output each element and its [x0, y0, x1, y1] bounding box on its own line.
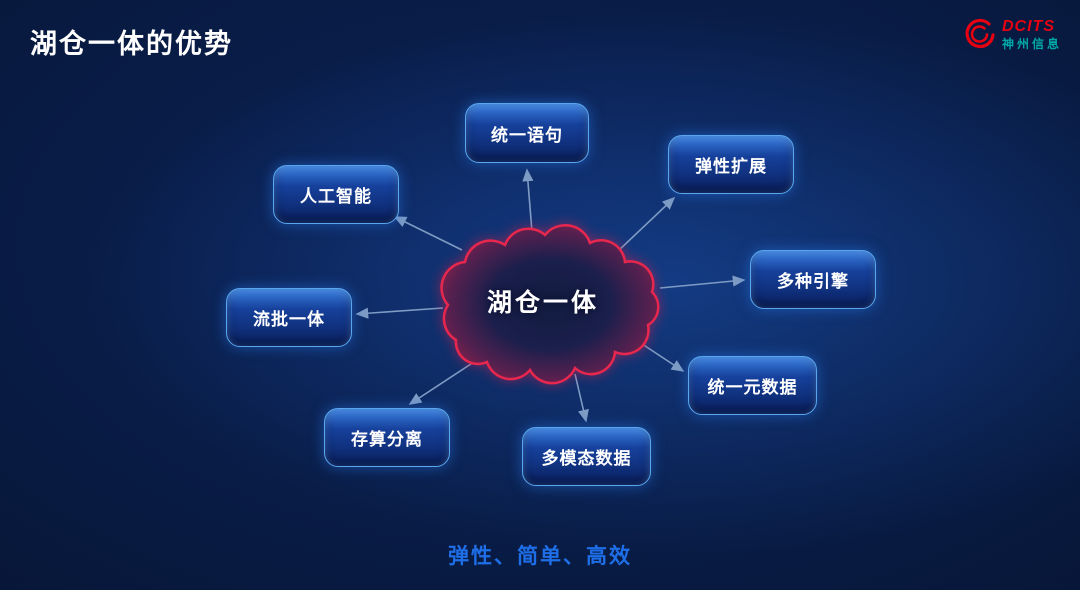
node-unified-metadata: 统一元数据: [688, 356, 817, 415]
node-multiple-engines: 多种引擎: [750, 250, 876, 309]
dcits-swirl-icon: [965, 18, 995, 48]
page-title: 湖仓一体的优势: [30, 29, 233, 59]
center-node-label: 湖仓一体: [486, 289, 599, 317]
node-artificial-intelligence: 人工智能: [273, 165, 399, 224]
node-storage-compute-separation: 存算分离: [324, 408, 450, 467]
node-elastic-scaling: 弹性扩展: [668, 135, 794, 194]
logo-subtitle: 神州信息: [1001, 36, 1062, 51]
node-unified-statements: 统一语句: [465, 103, 589, 163]
logo-text: DCITS 神州信息: [1002, 18, 1062, 51]
company-logo: DCITS 神州信息: [960, 16, 1062, 52]
node-stream-batch-unified: 流批一体: [226, 288, 352, 347]
logo-name: DCITS: [1001, 18, 1055, 35]
node-multimodal-data: 多模态数据: [522, 427, 651, 486]
slide-caption: 弹性、简单、高效: [448, 545, 632, 568]
cloud-shape: [440, 223, 660, 385]
connector-arrows: [355, 168, 746, 423]
